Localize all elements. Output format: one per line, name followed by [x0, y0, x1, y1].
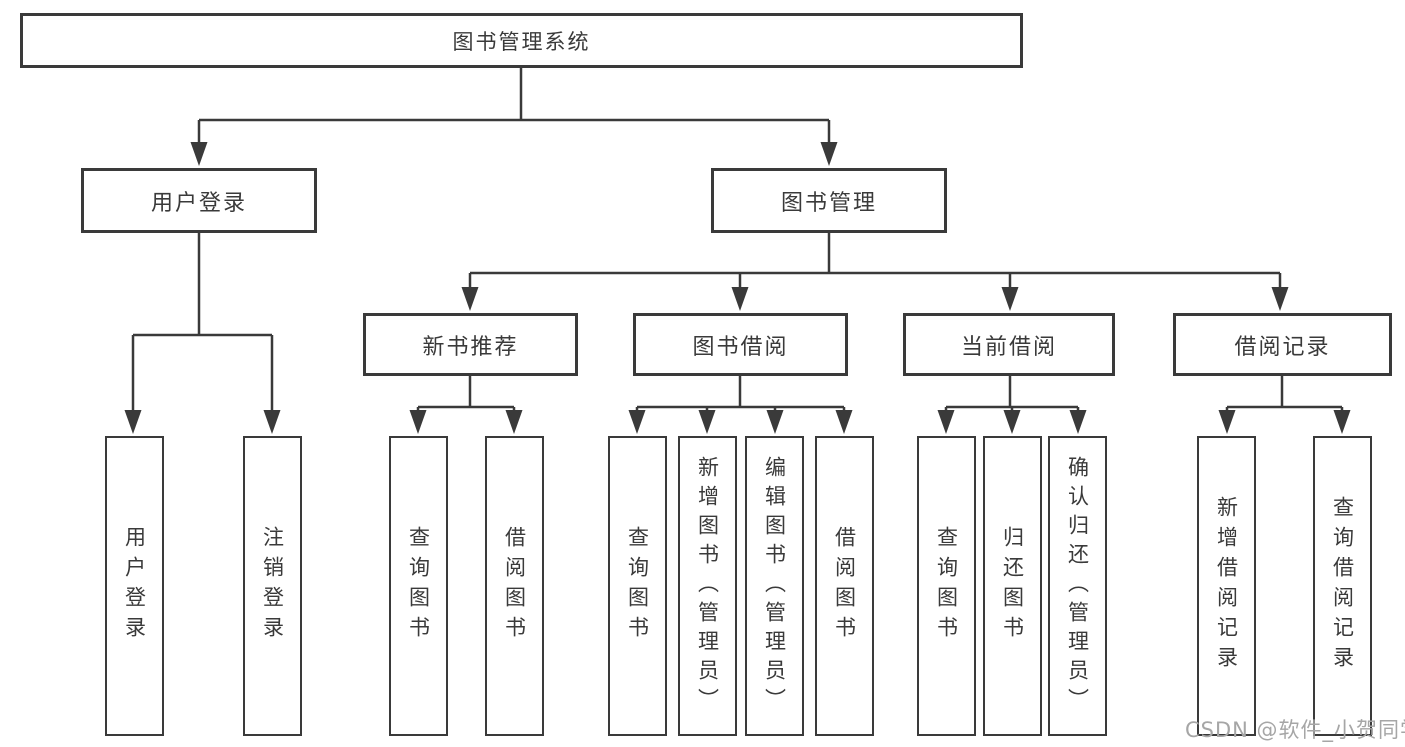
leaf-borrow-add-book-admin: 新增图书（管理员） — [678, 436, 737, 736]
leaf-borrow-edit-book-admin: 编辑图书（管理员） — [745, 436, 804, 736]
leaf-current-confirm-return-admin: 确认归还（管理员） — [1048, 436, 1107, 736]
csdn-watermark: CSDN @软件_小贺同学 — [1185, 718, 1405, 742]
connector-current-to-leaves — [944, 375, 1080, 416]
leaf-borrow-borrow-book: 借阅图书 — [815, 436, 874, 736]
leaf-user-login: 用户登录 — [105, 436, 164, 736]
arrowheads — [124, 142, 1351, 434]
connector-records-to-leaves — [1225, 375, 1344, 416]
node-book-management: 图书管理 — [711, 168, 947, 233]
connector-management-to-level3 — [468, 231, 1282, 291]
leaf-current-return-book: 归还图书 — [983, 436, 1042, 736]
node-user-login: 用户登录 — [81, 168, 317, 233]
node-new-book-recommend: 新书推荐 — [363, 313, 578, 376]
node-current-borrow: 当前借阅 — [903, 313, 1115, 376]
leaf-records-search-record: 查询借阅记录 — [1313, 436, 1372, 736]
leaf-current-search-book: 查询图书 — [917, 436, 976, 736]
connector-root-to-level2 — [197, 66, 831, 146]
connector-borrow-to-leaves — [635, 375, 846, 416]
connector-newbook-to-leaves — [416, 375, 516, 416]
node-book-borrow: 图书借阅 — [633, 313, 848, 376]
leaf-records-add-record: 新增借阅记录 — [1197, 436, 1256, 736]
leaf-logout: 注销登录 — [243, 436, 302, 736]
leaf-borrow-search-book: 查询图书 — [608, 436, 667, 736]
connector-login-to-leaves — [131, 231, 274, 414]
node-borrow-records: 借阅记录 — [1173, 313, 1392, 376]
node-library-management-system: 图书管理系统 — [20, 13, 1023, 68]
leaf-newbook-search-book: 查询图书 — [389, 436, 448, 736]
leaf-newbook-borrow-book: 借阅图书 — [485, 436, 544, 736]
